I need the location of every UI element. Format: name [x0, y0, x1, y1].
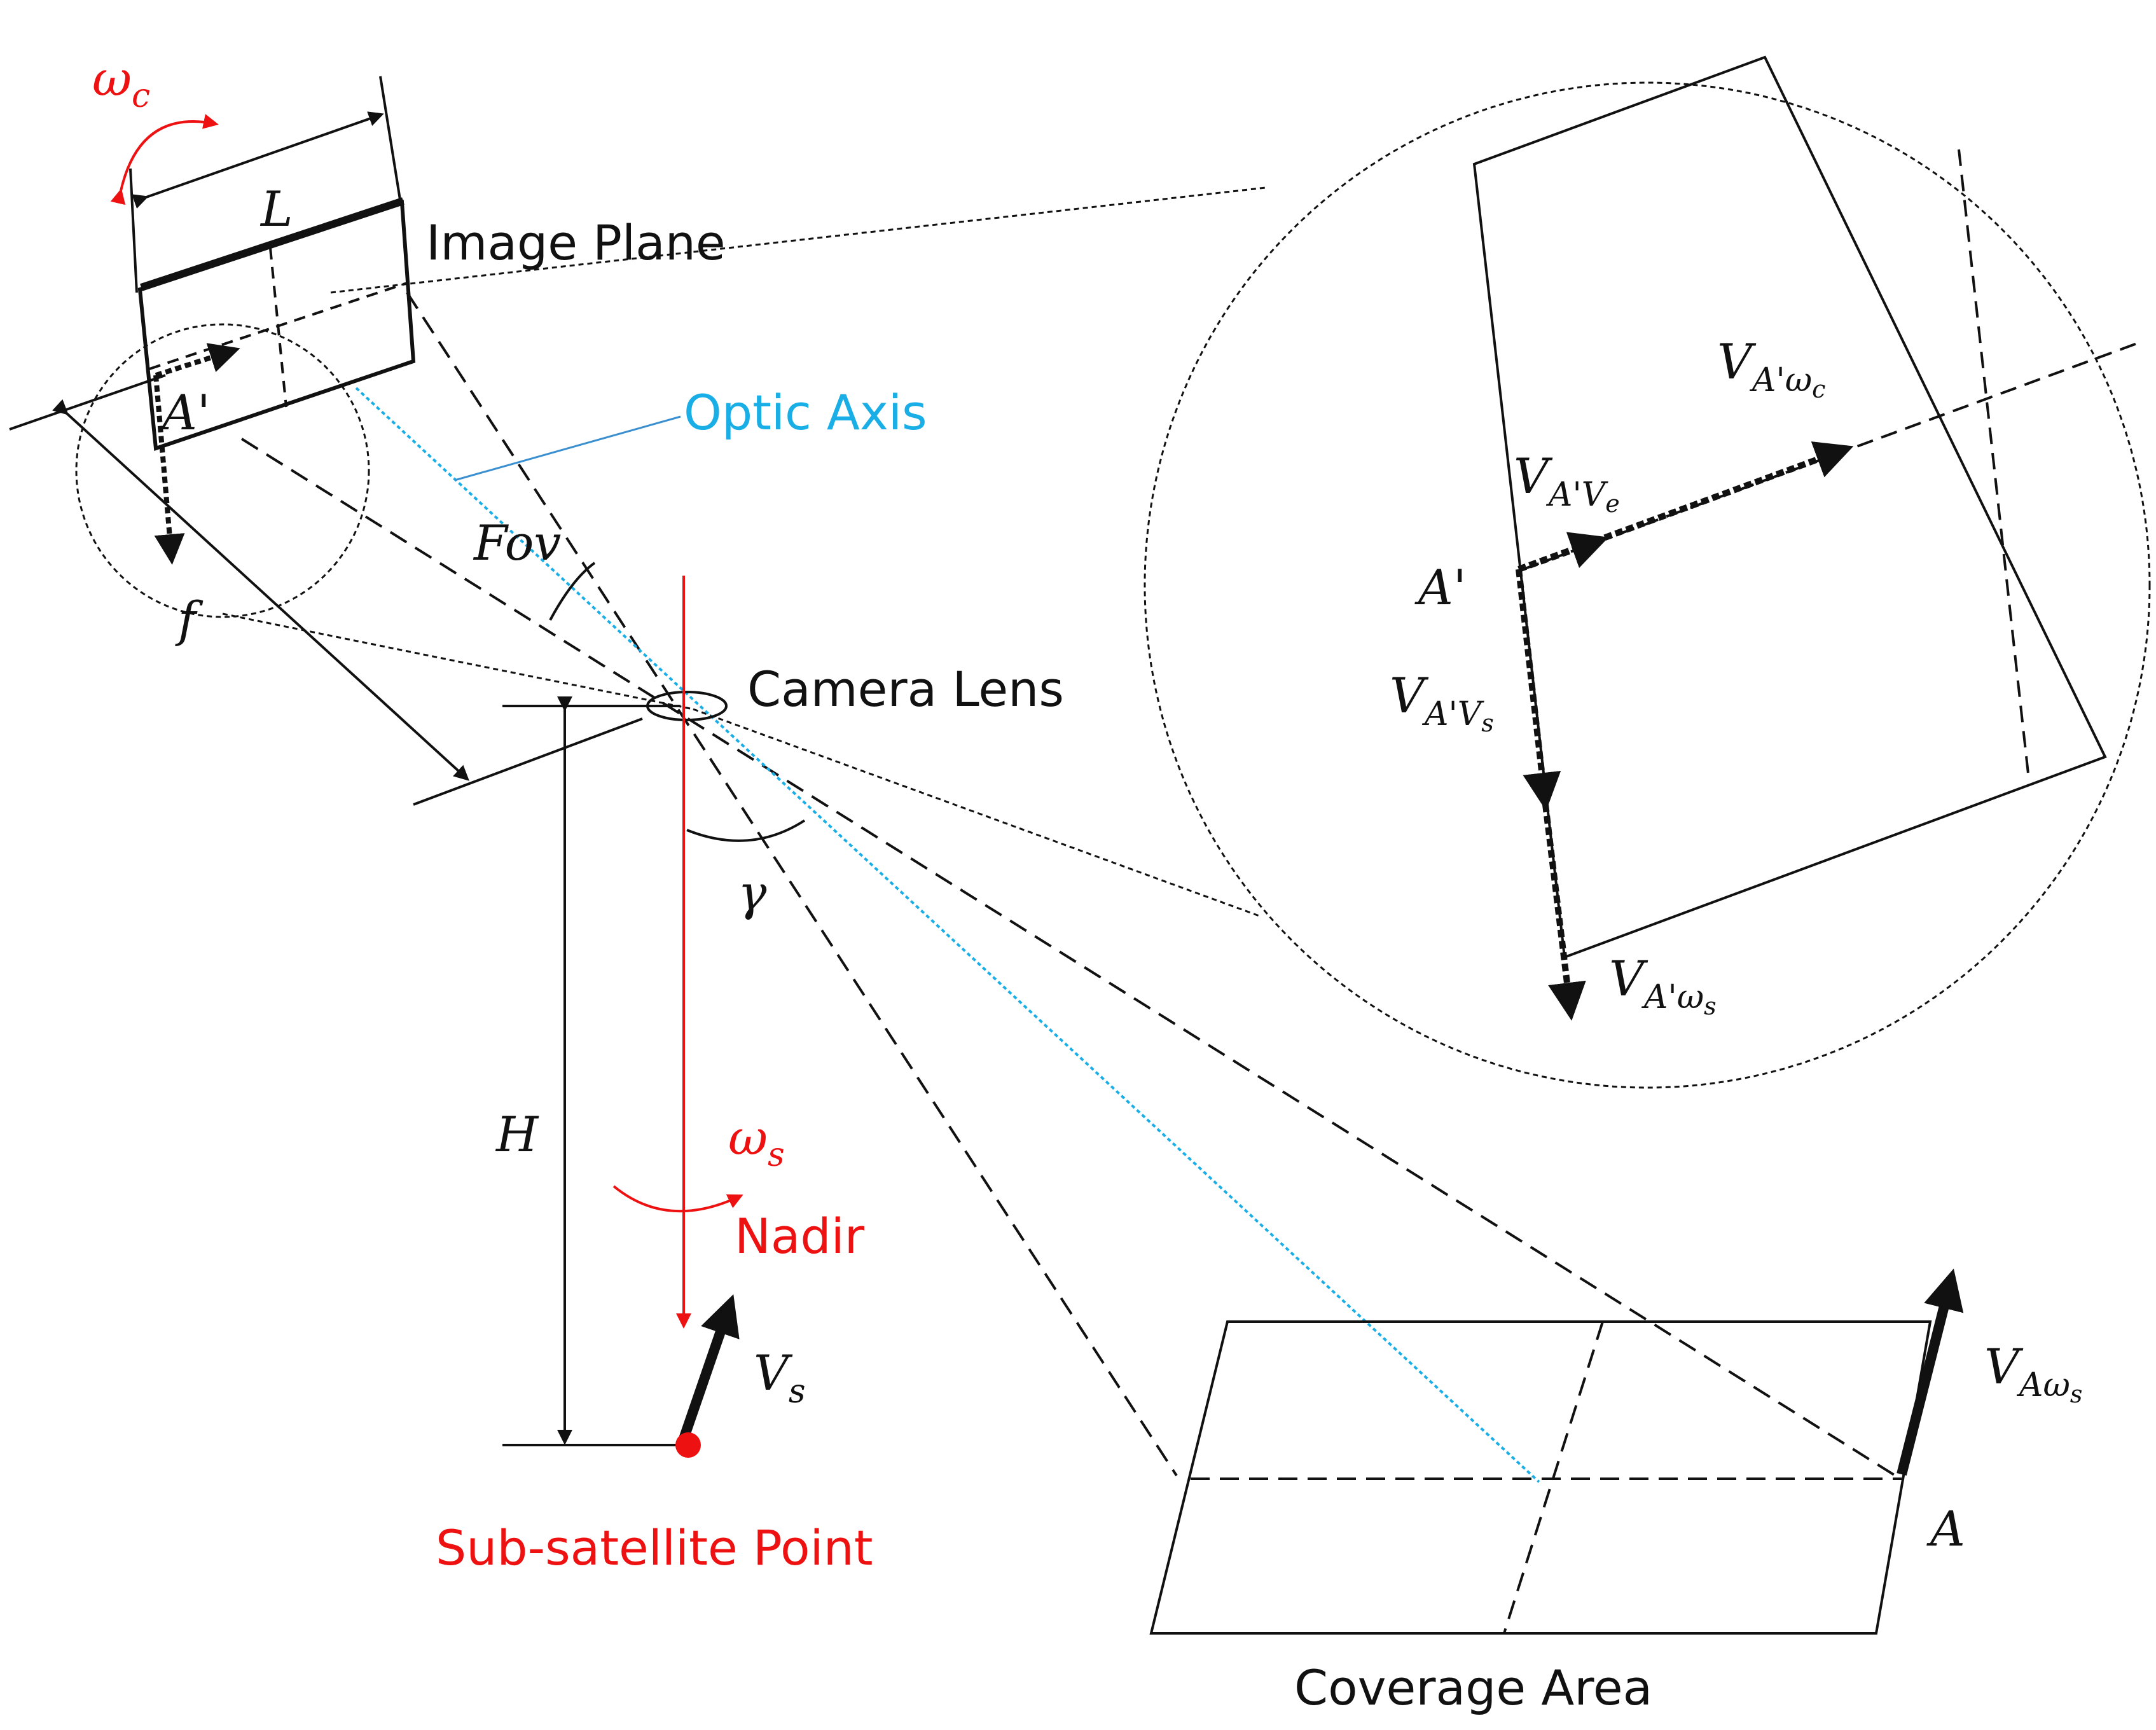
L-extension-left [129, 168, 138, 293]
label-camera-lens: Camera Lens [747, 661, 1064, 717]
label-optic-axis: Optic Axis [684, 384, 927, 441]
omega-c-rotation-arrow [110, 114, 219, 205]
symbol-V-Ap-V-e: VA'Ve [1514, 448, 1620, 518]
label-A: A [1926, 1500, 1965, 1557]
symbol-V-s: Vs [754, 1345, 806, 1411]
label-L: L [259, 181, 293, 237]
label-gamma: γ [738, 864, 767, 921]
f-extension-bottom [413, 717, 643, 806]
L-extension-right [379, 76, 402, 204]
sub-satellite-point-dot [675, 1432, 701, 1458]
label-sub-satellite-point: Sub-satellite Point [436, 1519, 873, 1576]
symbol-V-Ap-omega-s: VA'ωs [1609, 950, 1717, 1020]
fov-arc [549, 562, 596, 621]
label-nadir: Nadir [735, 1208, 865, 1264]
magnified-view-group [330, 55, 2151, 1089]
magnified-image-plane [1472, 55, 2107, 959]
coverage-area-group [1149, 1268, 1964, 1635]
image-plane-top-edge-shadow [140, 197, 404, 291]
f-dimension-line [52, 399, 469, 781]
label-A-prime-small: A' [158, 384, 211, 441]
label-coverage-area: Coverage Area [1294, 1659, 1652, 1716]
coverage-area [1149, 1320, 1932, 1635]
mag-A-prime-Vs-arrow [1516, 569, 1561, 811]
mag-A-prime-omega-s-arrow [1542, 804, 1586, 1021]
magnifier-connector-top [330, 186, 1266, 294]
symbol-V-Ap-omega-c: VA'ωc [1717, 333, 1825, 403]
f-extension-top [9, 374, 166, 431]
image-plane-group [75, 76, 416, 618]
magnifier-circle-large [1144, 81, 2151, 1089]
symbol-omega-c: ωc [92, 50, 150, 115]
omega-s-rotation-arrow [612, 1185, 743, 1213]
label-f: f [175, 591, 204, 647]
label-A-prime-magnified: A' [1414, 559, 1467, 616]
symbol-V-Ap-V-s: VA'Vs [1390, 667, 1494, 737]
rays [222, 291, 1897, 1483]
image-plane-center-h [149, 282, 408, 370]
image-plane-center-v [269, 247, 287, 408]
magnified-center-h [1523, 342, 2138, 571]
mag-A-prime-Ve-arrow [1517, 532, 1609, 572]
V-A-omega-s-arrow [1897, 1268, 1964, 1476]
label-image-plane: Image Plane [426, 214, 726, 271]
label-fov: Fov [473, 515, 561, 571]
symbol-omega-s: ωs [728, 1109, 785, 1174]
A-prime-omega-c-arrow [155, 343, 240, 378]
optic-axis-line [355, 387, 1540, 1483]
symbol-V-A-omega-s: VAωs [1984, 1338, 2082, 1408]
magnified-center-v [1958, 149, 2030, 780]
label-H: H [495, 1106, 539, 1163]
gamma-arc [686, 819, 806, 842]
Vs-arrow [679, 1294, 740, 1441]
coverage-center-v [1503, 1321, 1604, 1634]
optic-axis-leader [454, 415, 681, 481]
